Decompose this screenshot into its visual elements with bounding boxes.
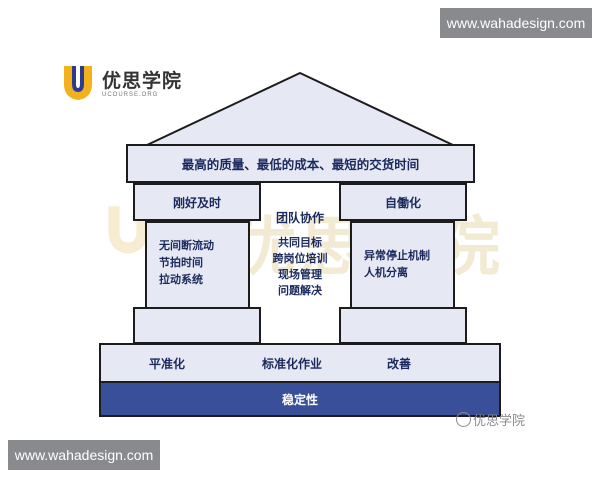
left-pillar-capital: 刚好及时 (133, 183, 261, 221)
left-pillar-list: 无间断流动 节拍时间 拉动系统 (159, 237, 214, 288)
left-pillar-title: 刚好及时 (172, 195, 221, 210)
corner-watermark-text: 优思学院 (473, 414, 526, 429)
website-watermark-bottom-text: www.wahadesign.com (14, 447, 154, 463)
foundation-item: 改善 (387, 356, 412, 371)
list-item: 共同目标 (278, 236, 322, 249)
foundation-bar: 平准化 标准化作业 改善 (99, 343, 501, 383)
weibo-icon (456, 412, 471, 427)
foundation-item: 标准化作业 (262, 356, 323, 371)
logo: 优思学院 UCOURSE.ORG (58, 60, 208, 110)
right-pillar-capital: 自働化 (339, 183, 467, 221)
list-item: 现场管理 (278, 268, 322, 281)
right-pillar-base (339, 307, 467, 344)
corner-watermark: 优思学院 (456, 410, 525, 429)
base-bar: 稳定性 (99, 381, 501, 417)
website-watermark-bottom: www.wahadesign.com (8, 440, 160, 470)
list-item: 跨岗位培训 (272, 252, 328, 265)
list-item: 人机分离 (364, 266, 408, 279)
list-item: 节拍时间 (159, 256, 203, 269)
center-list: 共同目标 跨岗位培训 现场管理 问题解决 (263, 235, 337, 299)
left-pillar-shaft: 无间断流动 节拍时间 拉动系统 (145, 221, 250, 309)
center-team-block: 团队协作 共同目标 跨岗位培训 现场管理 问题解决 (263, 210, 337, 314)
left-pillar-base (133, 307, 261, 344)
logo-name: 优思学院 (102, 70, 183, 92)
roof-title-bar: 最高的质量、最低的成本、最短的交货时间 (126, 144, 475, 183)
center-title: 团队协作 (275, 211, 324, 225)
list-item: 拉动系统 (159, 273, 203, 286)
base-label: 稳定性 (281, 392, 318, 407)
list-item: 问题解决 (278, 284, 322, 297)
roof-title: 最高的质量、最低的成本、最短的交货时间 (181, 157, 420, 172)
website-watermark-top: www.wahadesign.com (440, 8, 592, 38)
website-watermark-top-text: www.wahadesign.com (446, 15, 586, 31)
foundation-item: 平准化 (149, 356, 186, 371)
list-item: 无间断流动 (159, 239, 214, 252)
u-shield-logo-icon (64, 66, 92, 100)
list-item: 异常停止机制 (364, 249, 430, 262)
right-pillar-shaft: 异常停止机制 人机分离 (350, 221, 455, 309)
right-pillar-list: 异常停止机制 人机分离 (364, 247, 430, 281)
right-pillar-title: 自働化 (384, 195, 421, 210)
logo-subtitle: UCOURSE.ORG (102, 92, 159, 98)
